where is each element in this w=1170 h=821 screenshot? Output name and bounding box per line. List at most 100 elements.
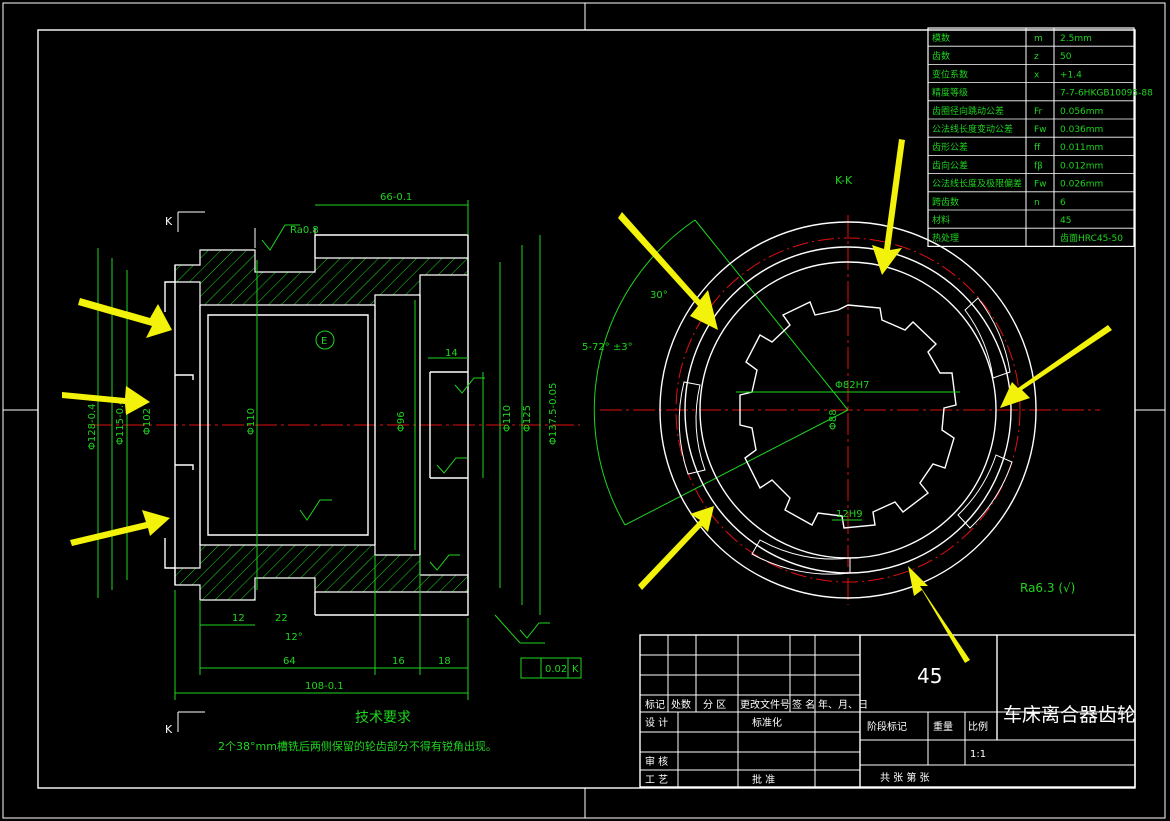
gear-row-symbol: Fr (1034, 107, 1043, 117)
tb-stage: 阶段标记 (867, 720, 907, 733)
gear-row-name: 公法线长度变动公差 (932, 123, 1013, 135)
arrow-left-1-icon (78, 298, 172, 338)
gear-row-name: 齿形公差 (932, 141, 968, 153)
datum-e-label: E (321, 336, 327, 347)
title-block: 标记 处数 分 区 更改文件号 签 名 年、月、日 设 计 标准化 审 核 工 … (639, 634, 1136, 788)
tolerance-value: 0.02 (545, 664, 567, 675)
outer-ring (659, 221, 1037, 599)
dim-phi125: Φ125 (522, 405, 533, 432)
arrow-right-icon (1000, 325, 1112, 408)
tb-approve: 批 准 (752, 773, 775, 786)
gear-row-name: 公法线长度及极限偏差 (932, 178, 1022, 190)
dim-phi110: Φ110 (502, 405, 513, 432)
gear-row-value: 齿面HRC45-50 (1060, 233, 1123, 244)
gear-row-value: 0.011mm (1060, 143, 1103, 153)
gear-row-name: 模数 (932, 32, 950, 44)
dim-angle-12: 12° (285, 632, 303, 643)
tb-weight: 重量 (933, 720, 953, 733)
gear-row-name: 齿圈径向跳动公差 (932, 105, 1004, 117)
gear-row-value: 50 (1060, 52, 1072, 62)
spline-hub (739, 301, 957, 529)
surface-symbol: Ra6.3 (√) (1020, 581, 1075, 595)
notes-line-1: 2个38°mm槽铣后两侧保留的轮齿部分不得有锐角出现。 (218, 739, 497, 753)
datum-e-circle (315, 330, 335, 350)
gear-row-value: 2.5mm (1060, 34, 1092, 44)
dim-22: 22 (275, 613, 288, 624)
gear-row-value: 0.026mm (1060, 180, 1103, 190)
gear-row-name: 齿数 (932, 50, 950, 62)
tb-mark: 标记 (645, 699, 665, 711)
view-label: K-K (835, 174, 853, 187)
tolerance-datum: K (572, 664, 579, 675)
dim-64: 64 (283, 656, 296, 667)
dim-phi96: Φ96 (396, 411, 407, 432)
dim-12: 12 (232, 613, 245, 624)
dim-phi128: Φ128-0.4 (87, 404, 98, 450)
dim-width-14: 14 (445, 348, 458, 359)
tb-standard: 标准化 (752, 716, 782, 729)
gear-row-name: 变位系数 (932, 68, 968, 80)
dim-spline-outer: Φ82H7 (835, 380, 869, 391)
arrow-left-3-icon (70, 510, 170, 546)
pitch-circle (675, 237, 1021, 583)
tb-count: 处数 (671, 698, 691, 711)
tb-review: 审 核 (645, 755, 668, 768)
gear-row-value: 45 (1060, 216, 1071, 226)
dim-top-66: 66-0.1 (380, 192, 412, 203)
roughness-ra08: Ra0.8 (290, 225, 319, 236)
dim-phi115: Φ115-0.4 (115, 399, 126, 445)
gear-row-symbol: fβ (1034, 161, 1043, 171)
tb-title: 车床离合器齿轮 (1003, 704, 1136, 726)
gear-row-symbol: m (1034, 34, 1043, 44)
section-mark-bottom: K (165, 723, 173, 736)
lower-hatch (174, 544, 469, 601)
gear-row-value: 0.056mm (1060, 107, 1103, 117)
arrow-top-icon (872, 139, 905, 275)
gear-row-symbol: n (1034, 198, 1040, 208)
tb-change-doc: 更改文件号 (740, 698, 790, 711)
notes-heading: 技术要求 (355, 710, 411, 726)
angle-5-72: 5-72° ±3° (582, 342, 633, 353)
gear-row-value: 0.012mm (1060, 161, 1103, 171)
annotation-arrows (62, 139, 1112, 663)
gear-row-value: 6 (1060, 198, 1066, 208)
dim-phi137: Φ137.5-0.05 (548, 383, 559, 445)
gear-row-symbol: ff (1034, 143, 1041, 153)
gear-data-table: 模数 m 2.5mm 齿数 z 50 变位系数 x +1.4 精度等级 7-7-6HKGB10095… (927, 27, 1153, 247)
gear-row-symbol: z (1034, 52, 1039, 62)
kk-view: K-K 30° 5-72° ±3° Φ82H7 Φ88 12H9 Ra6.3 (… (582, 174, 1100, 605)
tb-sheets: 共 张 第 张 (880, 771, 930, 784)
gear-row-value: 7-7-6HKGB10095-88 (1060, 89, 1153, 99)
tb-design: 设 计 (645, 716, 668, 729)
gear-row-value: 0.036mm (1060, 125, 1103, 135)
gear-row-symbol: Fw (1034, 180, 1047, 190)
gear-row-name: 齿向公差 (932, 159, 968, 171)
section-mark-top: K (165, 215, 173, 228)
section-view: 66-0.1 Ra0.8 E 14 Φ128-0.4 Φ115-0.4 Φ102… (87, 192, 582, 753)
tb-date: 年、月、日 (818, 698, 868, 711)
tolerance-frame (520, 657, 582, 679)
dim-16: 16 (392, 656, 405, 667)
arrow-bl-icon (638, 506, 714, 590)
gear-row-symbol: x (1034, 70, 1040, 80)
arrow-tl-icon (618, 212, 718, 330)
gear-row-name: 精度等级 (932, 87, 968, 99)
gear-row-name: 跨齿数 (932, 196, 959, 208)
gear-row-value: +1.4 (1060, 70, 1082, 80)
dim-phi102: Φ102 (142, 408, 153, 435)
tb-scale-value: 1:1 (970, 749, 986, 760)
gear-row-name: 热处理 (932, 232, 959, 244)
gear-row-symbol: Fw (1034, 125, 1047, 135)
tb-sign: 签 名 (792, 698, 815, 711)
tb-process: 工 艺 (645, 774, 668, 786)
angle-30: 30° (650, 290, 668, 301)
arrow-left-2-icon (62, 386, 150, 415)
dim-spline-inner: Φ88 (828, 409, 839, 430)
dim-spline-width: 12H9 (836, 509, 863, 520)
tb-ratio: 比例 (968, 720, 988, 733)
tb-material: 45 (917, 664, 942, 688)
dim-18: 18 (438, 656, 451, 667)
tb-zone: 分 区 (703, 699, 726, 711)
